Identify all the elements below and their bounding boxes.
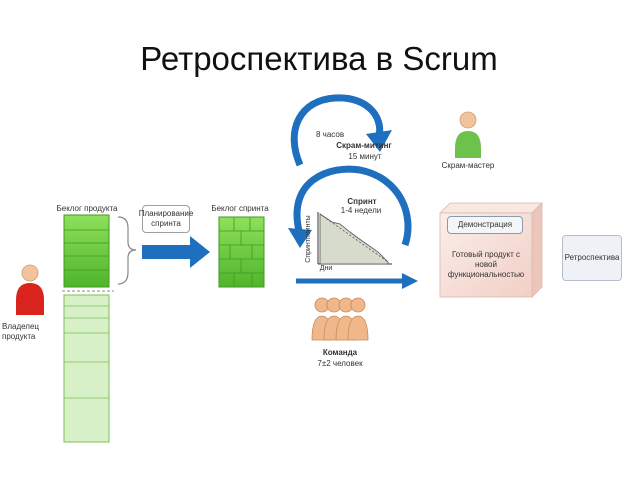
team-icon — [311, 297, 369, 341]
sprint-planning-box: Планирование спринта — [139, 205, 193, 233]
sprint-backlog — [218, 216, 265, 288]
product-backlog-label: Беклог продукта — [56, 204, 118, 213]
scrum-master-label: Скрам-мастер — [441, 161, 495, 170]
daily-loop-arrow — [290, 94, 384, 167]
days-label: Дни — [319, 265, 333, 272]
burndown-chart — [317, 212, 392, 265]
retrospective-box: Ретроспектива — [562, 235, 622, 281]
product-backlog-bottom — [63, 294, 110, 443]
product-owner-label: Владелец продукта — [2, 322, 40, 341]
product-backlog-top — [63, 214, 110, 288]
slide-title: Ретроспектива в Scrum — [140, 40, 498, 77]
scrum-master-icon — [455, 111, 481, 158]
minutes-label: 15 минут — [348, 152, 382, 161]
planning-arrow — [142, 236, 210, 268]
ready-product-label: Готовый продукт с новой функциональность… — [447, 250, 525, 279]
sprint-points-label: Спринтпоинты — [305, 215, 312, 263]
sprint-loop-arrow — [293, 165, 412, 247]
weeks-label: 1-4 недели — [340, 206, 382, 215]
demo-box: Демонстрация — [447, 216, 523, 234]
sprint-label: Спринт — [347, 197, 377, 206]
team-label: Команда — [322, 348, 358, 357]
brace — [117, 216, 137, 285]
scrum-meeting-label: Скрам-митинг — [336, 141, 392, 150]
hours-label: 8 часов — [316, 130, 345, 139]
sprint-backlog-label: Беклог спринта — [211, 204, 269, 213]
team-size-label: 7±2 человек — [317, 359, 363, 368]
product-owner-icon — [16, 264, 44, 315]
